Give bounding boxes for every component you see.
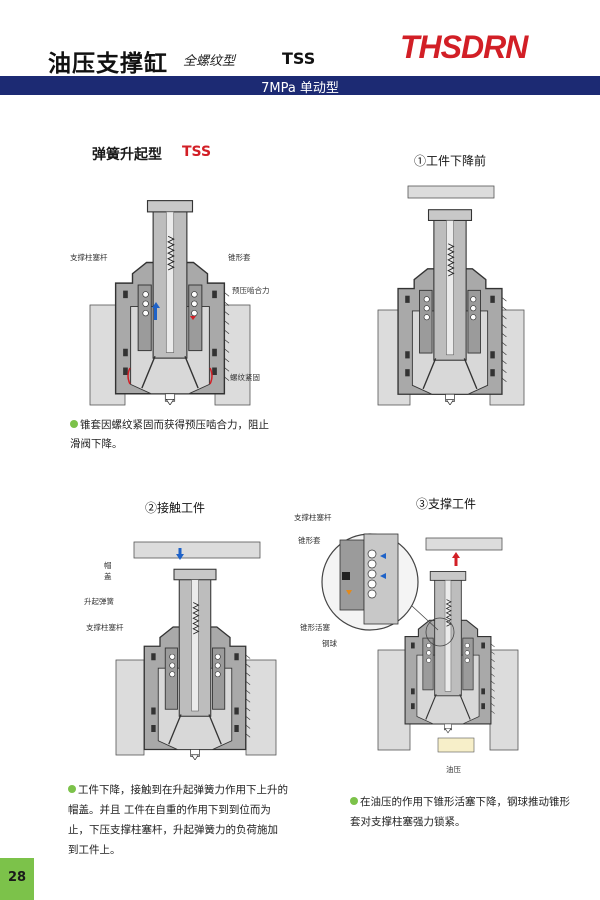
- page-subtitle: 全螺纹型: [183, 54, 236, 69]
- label-preload: 预压啮合力: [232, 286, 270, 295]
- diagram-step2: [110, 540, 280, 765]
- spec-bar-text: 7MPa 单动型: [261, 81, 339, 96]
- label-spring: 升起弹簧: [84, 597, 114, 606]
- svg-text:THSDRN: THSDRN: [400, 29, 529, 65]
- note-step3: 在油压的作用下锥形活塞下降，钢球推动锥形套对支撑柱塞强力锁紧。: [350, 792, 570, 832]
- label-steel-ball: 钢球: [322, 639, 337, 648]
- page-number: 28: [7, 870, 27, 885]
- bullet-dot: [350, 797, 358, 805]
- diagram-step3: [320, 520, 520, 770]
- step1-title: ①工件下降前: [414, 154, 487, 168]
- label-taper-piston: 锥形活塞: [300, 623, 330, 632]
- page-title: 油压支撑缸: [48, 51, 168, 77]
- note-main-text: 锥套因螺纹紧固而获得预压啮合力，阻止滑阀下降。: [70, 419, 269, 450]
- note-step2: 工件下降，接触到在升起弹簧力作用下上升的帽盖。并且 工件在自重的作用下到到位而为…: [68, 780, 288, 860]
- note-main: 锥套因螺纹紧固而获得预压啮合力，阻止滑阀下降。: [70, 416, 270, 454]
- bullet-dot: [68, 785, 76, 793]
- step3-title: ③支撑工件: [416, 497, 477, 511]
- diagram-main: [60, 180, 280, 420]
- spec-bar: [0, 76, 600, 95]
- page-number-tab: [0, 858, 34, 900]
- bullet-dot: [70, 420, 78, 428]
- label-cap: 帽盖: [104, 560, 114, 582]
- label-cap-text: 帽盖: [104, 561, 112, 581]
- note-step2-text: 工件下降，接触到在升起弹簧力作用下上升的帽盖。并且 工件在自重的作用下到到位而为…: [68, 784, 288, 856]
- label-taper-sleeve-3: 锥形套: [298, 536, 321, 545]
- model-code: TSS: [282, 49, 316, 68]
- label-oil-pressure: 油压: [446, 765, 461, 774]
- step2-title: ②接触工件: [145, 501, 206, 515]
- label-plunger-3: 支撑柱塞杆: [294, 513, 332, 522]
- diagram-step1: [360, 180, 530, 410]
- brand-logo: THSDRN: [398, 26, 583, 70]
- label-plunger-2: 支撑柱塞杆: [86, 623, 124, 632]
- note-step3-text: 在油压的作用下锥形活塞下降，钢球推动锥形套对支撑柱塞强力锁紧。: [350, 796, 570, 828]
- section-title: 弹簧升起型: [92, 147, 162, 163]
- section-model: TSS: [182, 144, 212, 160]
- label-plunger: 支撑柱塞杆: [70, 253, 108, 262]
- label-nut: 螺纹紧固: [230, 373, 260, 382]
- label-taper-sleeve: 锥形套: [228, 253, 251, 262]
